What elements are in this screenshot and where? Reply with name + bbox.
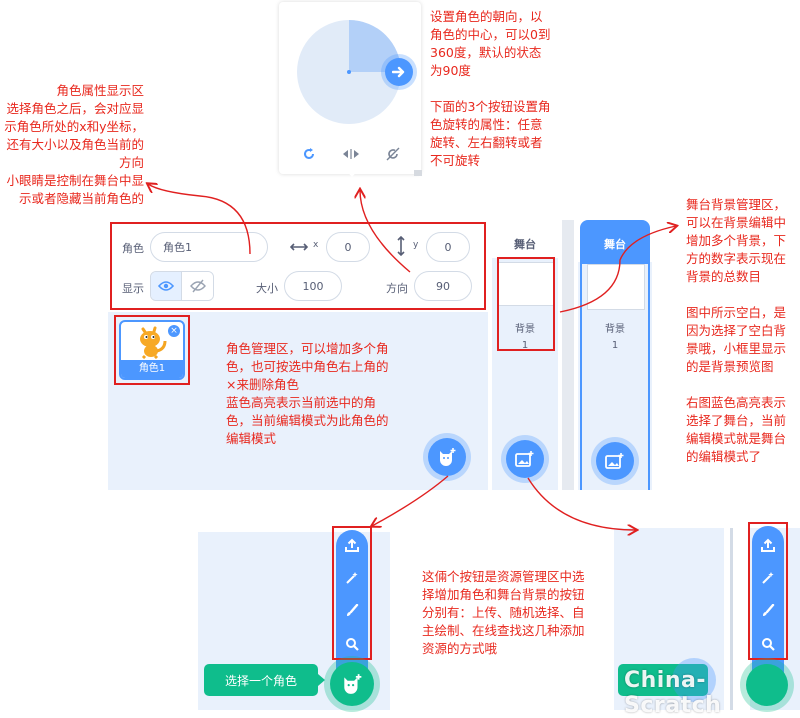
surprise-icon <box>762 572 774 584</box>
paint-sprite-button[interactable] <box>335 596 369 626</box>
eye-icon <box>158 281 174 291</box>
x-arrows-icon <box>290 243 308 251</box>
arrow-direction <box>360 190 411 273</box>
paint-icon <box>347 604 359 616</box>
x-label: x <box>313 240 319 250</box>
stage-left-highlight <box>497 257 555 351</box>
backdrop-count-right: 1 <box>611 340 619 351</box>
sprite-tile[interactable]: × 角色1 <box>119 320 185 380</box>
image-plus-icon <box>515 451 534 467</box>
arrow-sprite-menu <box>372 475 449 526</box>
paint-backdrop-button[interactable] <box>751 596 785 626</box>
choose-sprite-tooltip: 选择一个角色 <box>204 664 318 696</box>
stage-note: 舞台背景管理区， 可以在背景编辑中 增加多个背景，下 方的数字表示现在 背景的总… <box>686 197 787 464</box>
backdrop-tooltip <box>618 664 708 696</box>
popup-pointer <box>344 168 360 177</box>
size-input[interactable]: 100 <box>284 271 342 301</box>
size-label: 大小 <box>256 282 278 295</box>
close-icon: × <box>170 326 178 336</box>
show-label: 显示 <box>122 282 144 295</box>
tooltip-pointer <box>318 674 325 686</box>
backdrop-fab-ring <box>672 658 716 702</box>
search-sprite-button[interactable] <box>335 629 369 659</box>
paint-icon <box>763 604 775 616</box>
choose-backdrop-fab-open[interactable] <box>746 664 788 706</box>
sprite-menu-highlight <box>332 526 372 660</box>
surprise-sprite-button[interactable] <box>335 563 369 593</box>
stage-header-right[interactable] <box>580 220 650 264</box>
dont-rotate-icon[interactable] <box>385 146 401 162</box>
y-label: y <box>413 240 419 250</box>
backdrop-menu-highlight <box>748 522 788 660</box>
backdrop-label-right: 背景 <box>605 324 625 335</box>
direction-dial[interactable] <box>295 14 407 134</box>
all-around-icon[interactable] <box>301 146 317 162</box>
eye-slash-icon <box>189 279 206 293</box>
sprite-info-note: 角色属性显示区 选择角色之后，会对应显 示角色所处的x和y坐标， 还有大小以及角… <box>4 83 144 206</box>
choose-sprite-label: 选择一个角色 <box>224 673 297 688</box>
y-input[interactable]: 0 <box>426 232 470 262</box>
direction-note: 设置角色的朝向，以 角色的中心，可以0到 360度，默认的状态 为90度 下面的… <box>430 9 551 168</box>
choose-sprite-button[interactable] <box>428 438 466 476</box>
choose-sprite-fab-open[interactable] <box>330 662 374 706</box>
sprite-list-note: 角色管理区，可以增加多个角 色，也可按选中角色右上角的 ×来删除角色 蓝色高亮表… <box>226 341 389 446</box>
backdrop-preview-left[interactable] <box>498 262 554 306</box>
y-arrows-icon <box>397 236 405 256</box>
backdrop-menu-divider <box>730 528 733 710</box>
direction-handle[interactable] <box>385 58 413 86</box>
show-sprite-button[interactable] <box>151 272 183 300</box>
divider <box>562 220 574 490</box>
choose-backdrop-button-left[interactable] <box>506 440 544 478</box>
stage-selected-outline <box>580 262 650 490</box>
direction-popup <box>279 2 421 174</box>
upload-sprite-button[interactable] <box>335 530 369 560</box>
upload-icon <box>761 538 775 552</box>
cat-plus-icon <box>344 674 362 694</box>
left-right-icon[interactable] <box>342 147 360 161</box>
backdrop-menu-gap <box>724 528 750 710</box>
arrow-backdrop-menu <box>527 477 636 530</box>
image-plus-icon <box>605 453 624 469</box>
upload-backdrop-button[interactable] <box>751 530 785 560</box>
asset-menu-note: 这倆个按钮是资源管理区中选 择增加角色和舞台背景的按钮 分别有：上传、随机选择、… <box>422 569 585 656</box>
backdrop-label-left: 背景 <box>515 324 535 335</box>
direction-input[interactable]: 90 <box>414 271 472 301</box>
surprise-icon <box>346 572 358 584</box>
popup-shadow <box>414 170 422 176</box>
sprite-info-highlight <box>110 222 486 310</box>
sprite-tile-highlight <box>114 315 190 385</box>
delete-sprite-button[interactable]: × <box>168 325 180 337</box>
direction-label: 方向 <box>386 282 408 295</box>
surprise-backdrop-button[interactable] <box>751 563 785 593</box>
cat-sprite-icon <box>140 326 167 359</box>
cat-plus-icon <box>440 448 456 466</box>
x-input[interactable]: 0 <box>326 232 370 262</box>
sprite-tile-name: 角色1 <box>121 360 183 378</box>
search-backdrop-button[interactable] <box>751 629 785 659</box>
choose-backdrop-button-right[interactable] <box>596 442 634 480</box>
arrow-right-icon <box>392 66 405 78</box>
backdrop-preview-right[interactable] <box>587 264 645 310</box>
arrow-stage <box>559 226 676 313</box>
visibility-toggle <box>150 271 214 301</box>
hide-sprite-button[interactable] <box>182 272 213 300</box>
search-icon <box>346 638 359 651</box>
arrow-sprite-info <box>148 184 251 255</box>
stage-title-left: 舞台 <box>514 238 536 251</box>
backdrop-count-left: 1 <box>521 340 529 351</box>
search-icon <box>762 638 775 651</box>
upload-icon <box>345 538 359 552</box>
sprite-label: 角色 <box>122 242 144 255</box>
stage-title-right: 舞台 <box>604 238 626 251</box>
